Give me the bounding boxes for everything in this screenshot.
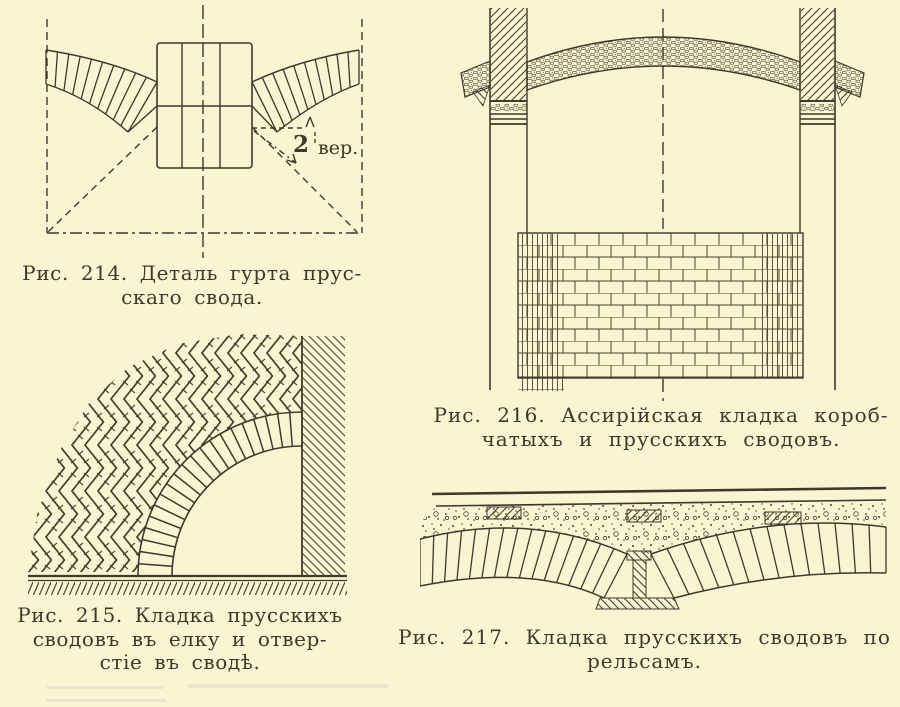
- dimension-value: 2: [293, 131, 310, 158]
- embedded-blocks: [486, 506, 802, 525]
- floor-line-bottom: [435, 499, 887, 507]
- caption-line: чатыхъ и прусскихъ сводовъ.: [481, 426, 841, 451]
- figure-217-drawing: [420, 486, 887, 610]
- figure-216-drawing: [460, 8, 865, 401]
- left-wedge: [472, 84, 491, 107]
- figure-214-drawing: [45, 5, 363, 258]
- rib-block: [156, 42, 253, 169]
- dimension-unit: вер.: [318, 137, 359, 159]
- figure-214-caption: Рис. 214. Деталь гурта прус- скаго свода…: [12, 261, 372, 309]
- right-wedge: [834, 84, 853, 107]
- vault-opening: [172, 446, 302, 576]
- caption-line: скаго свода.: [121, 284, 263, 309]
- right-vault-band: [650, 522, 887, 599]
- floor-line-top: [431, 486, 887, 496]
- rail-support: [595, 550, 680, 610]
- diagonal-dashed-right: [251, 126, 358, 233]
- right-pier: [799, 8, 836, 390]
- diagonal-dashed-left: [47, 126, 158, 233]
- left-pier: [489, 8, 528, 390]
- caption-line: Рис. 217. Кладка прусскихъ сводовъ по: [398, 625, 891, 649]
- figure-216-caption: Рис. 216. Ассирійская кладка короб- чаты…: [430, 403, 892, 451]
- brick-wall: [517, 232, 804, 391]
- page-showthrough-mark: [46, 699, 166, 702]
- arch-band: [526, 36, 801, 91]
- left-vault-band: [420, 527, 628, 599]
- caption-line: стіе въ сводѣ.: [99, 650, 261, 674]
- right-arch-band: [251, 49, 360, 133]
- page-showthrough-mark: [46, 686, 164, 689]
- left-arch-band: [45, 49, 158, 133]
- caption-line: сводовъ въ елку и отвер-: [32, 626, 328, 651]
- caption-line: Рис. 214. Деталь гурта прус-: [22, 261, 362, 285]
- caption-line: Рис. 215. Кладка прусскихъ: [17, 603, 343, 627]
- figure-215-caption: Рис. 215. Кладка прусскихъ сводовъ въ ел…: [6, 603, 354, 675]
- figure-217-caption: Рис. 217. Кладка прусскихъ сводовъ по ре…: [397, 625, 892, 673]
- caption-line: Рис. 216. Ассирійская кладка короб-: [433, 403, 889, 427]
- page-showthrough-mark: [188, 684, 388, 688]
- figure-215-drawing: [28, 334, 347, 595]
- dimension-lines: [252, 116, 316, 164]
- ground: [28, 574, 347, 595]
- right-wall-hatch: [303, 336, 345, 576]
- caption-line: рельсамъ.: [587, 648, 702, 673]
